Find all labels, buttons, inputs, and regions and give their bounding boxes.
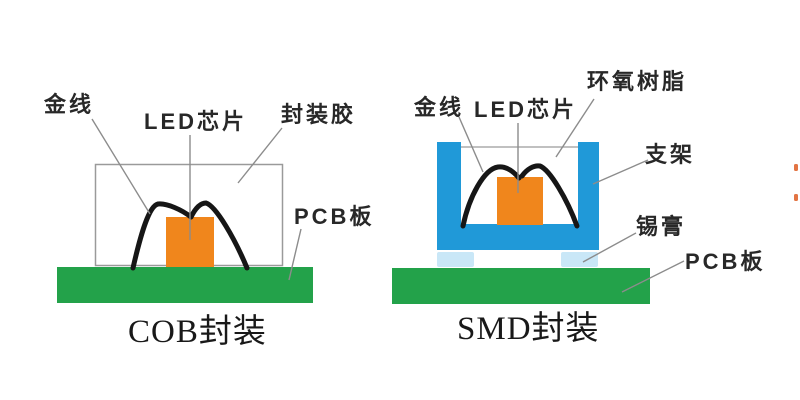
cob-led-chip-label: LED芯片 [144,109,248,134]
smd-gold-wire-right [519,163,580,229]
cob-diagram [57,118,313,303]
cob-gold-wire-right [188,200,250,271]
edge-artifacts [794,164,798,201]
cob-encapsulant-leader-line [237,127,283,184]
cob-caption: COB封装 [128,314,267,350]
cob-pcb-label: PCB板 [294,204,375,229]
smd-solder-pad-right [561,252,598,267]
smd-led-chip [497,177,543,225]
smd-gold-wire-label: 金线 [414,95,465,120]
smd-epoxy-leader-line [555,98,595,158]
cob-pcb-leader-line [288,228,302,281]
cob-pcb-board [57,267,313,303]
smd-caption: SMD封装 [457,311,600,347]
cob-gold-wire-label: 金线 [44,92,95,117]
edge-artifact-top [794,164,798,171]
cob-gold-wire-left [130,201,194,271]
edge-artifact-bottom [794,194,798,201]
smd-pcb-board [392,268,650,304]
smd-solder-paste-label: 锡膏 [636,214,687,239]
smd-solder-pad-left [437,252,474,267]
cob-gold-wire-leader-line [91,118,151,215]
smd-led-chip-label: LED芯片 [474,97,578,122]
smd-epoxy-label: 环氧树脂 [587,69,688,94]
smd-bracket [437,142,599,250]
smd-bracket-label: 支架 [645,142,696,167]
smd-gold-wire-left [460,164,522,229]
smd-diagram [392,98,685,304]
smd-pcb-leader-line [621,260,685,293]
smd-solder-paste-leader-line [582,232,637,263]
smd-bracket-leader-line [592,159,649,185]
smd-pcb-label: PCB板 [685,249,766,274]
smd-gold-wire-leader-line [458,116,484,173]
cob-encapsulant-label: 封装胶 [281,102,357,127]
